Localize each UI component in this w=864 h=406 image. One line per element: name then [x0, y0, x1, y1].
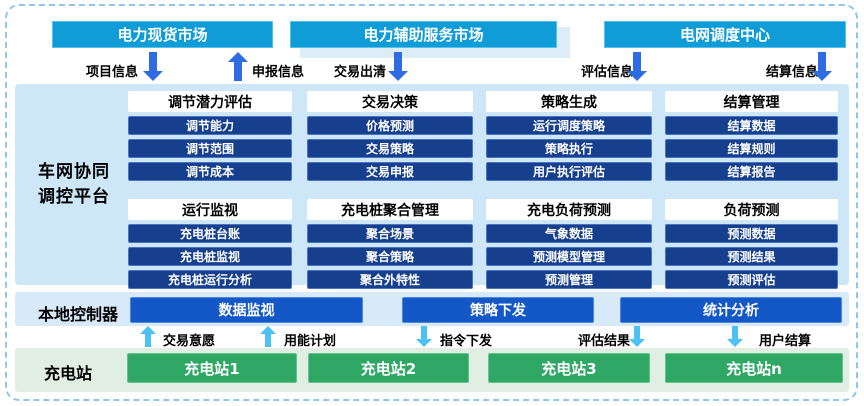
group-title: 充电桩聚合管理: [307, 199, 473, 220]
module-item: 充电桩运行分析: [128, 270, 292, 289]
arrow-head: [143, 71, 163, 81]
group-title: 负荷预测: [665, 199, 838, 220]
header-dispatch-center: 电网调度中心: [604, 21, 846, 48]
arrow-head: [727, 339, 743, 347]
station-2: 充电站2: [308, 353, 469, 383]
module-item: 预测数据: [665, 224, 838, 243]
header-spot-market: 电力现货市场: [52, 21, 273, 48]
arrow-down-icon: [416, 326, 432, 347]
arrow-shaft: [149, 52, 157, 72]
arrow-up-icon: [140, 326, 156, 347]
arrow-shaft: [634, 326, 640, 339]
arrow-down-icon: [143, 52, 163, 81]
module-item: 调节范围: [128, 139, 292, 158]
group-title: 交易决策: [307, 91, 473, 112]
arrow-shaft: [732, 326, 738, 339]
module-item: 聚合外特性: [307, 270, 473, 289]
module-item: 调节成本: [128, 162, 292, 181]
arrow-shaft: [633, 52, 641, 72]
arrow-down-icon: [727, 326, 743, 347]
module-item: 预测评估: [665, 270, 838, 289]
arrow-shaft: [145, 334, 151, 347]
module-item: 调节能力: [128, 116, 292, 135]
module-item: 预测管理: [486, 270, 652, 289]
flow-label-trade-intent: 交易意愿: [163, 334, 216, 349]
arrow-up-icon: [228, 52, 248, 81]
arrow-shaft: [234, 61, 242, 81]
group-title: 结算管理: [665, 91, 838, 112]
module-item: 结算规则: [665, 139, 838, 158]
arrow-shaft: [394, 52, 402, 72]
flow-label-settlement-info: 结算信息: [766, 65, 819, 80]
controller-module-strategy-dispatch: 策略下发: [402, 297, 594, 323]
arrow-head: [260, 326, 276, 334]
module-item: 价格预测: [307, 116, 473, 135]
arrow-head: [629, 339, 645, 347]
group-title: 运行监视: [128, 199, 292, 220]
module-item: 预测结果: [665, 247, 838, 266]
arrow-head: [228, 52, 248, 62]
platform-title-line1: 车网协同: [38, 161, 110, 182]
module-item: 聚合策略: [307, 247, 473, 266]
flow-label-command-dispatch: 指令下发: [440, 334, 493, 349]
platform-title: 车网协同 调控平台: [15, 84, 133, 285]
module-item: 聚合场景: [307, 224, 473, 243]
charging-station-label: 充电站: [44, 364, 93, 383]
group-title: 充电负荷预测: [486, 199, 652, 220]
platform-column-3: 策略生成 运行调度策略 策略执行 用户执行评估 充电负荷预测 气象数据 预测模型…: [486, 91, 652, 293]
module-item: 运行调度策略: [486, 116, 652, 135]
arrow-head: [627, 71, 647, 81]
module-item: 策略执行: [486, 139, 652, 158]
controller-module-statistics: 统计分析: [620, 297, 842, 323]
arrow-down-icon: [629, 326, 645, 347]
flow-label-trade-clearing: 交易出清: [334, 65, 387, 80]
arrow-down-icon: [388, 52, 408, 81]
module-item: 预测模型管理: [486, 247, 652, 266]
flow-label-project-info: 项目信息: [86, 65, 139, 80]
arrow-head: [812, 71, 832, 81]
platform-title-line2: 调控平台: [38, 186, 110, 207]
arrow-down-icon: [627, 52, 647, 81]
flow-label-declare-info: 申报信息: [252, 65, 305, 80]
module-item: 充电桩台账: [128, 224, 292, 243]
flow-label-evaluation-result: 评估结果: [578, 334, 631, 349]
module-item: 交易申报: [307, 162, 473, 181]
module-item: 结算数据: [665, 116, 838, 135]
flow-label-energy-plan: 用能计划: [284, 334, 337, 349]
arrow-head: [388, 71, 408, 81]
module-item: 气象数据: [486, 224, 652, 243]
station-1: 充电站1: [127, 353, 297, 383]
station-3: 充电站3: [488, 353, 650, 383]
arrow-shaft: [818, 52, 826, 72]
module-item: 用户执行评估: [486, 162, 652, 181]
arrow-up-icon: [260, 326, 276, 347]
module-item: 结算报告: [665, 162, 838, 181]
controller-module-data-monitor: 数据监视: [130, 297, 363, 323]
station-n: 充电站n: [665, 353, 843, 383]
module-item: 充电桩监视: [128, 247, 292, 266]
arrow-down-icon: [812, 52, 832, 81]
local-controller-label: 本地控制器: [38, 305, 119, 324]
module-item: 交易策略: [307, 139, 473, 158]
platform-column-4: 结算管理 结算数据 结算规则 结算报告 负荷预测 预测数据 预测结果 预测评估: [665, 91, 838, 293]
arrow-shaft: [421, 326, 427, 339]
arrow-head: [140, 326, 156, 334]
flow-label-evaluation-info: 评估信息: [581, 65, 634, 80]
group-title: 调节潜力评估: [128, 91, 292, 112]
header-ancillary-market: 电力辅助服务市场: [290, 21, 557, 48]
platform-column-1: 调节潜力评估 调节能力 调节范围 调节成本 运行监视 充电桩台账 充电桩监视 充…: [128, 91, 292, 293]
group-title: 策略生成: [486, 91, 652, 112]
arrow-shaft: [265, 334, 271, 347]
arrow-head: [416, 339, 432, 347]
platform-column-2: 交易决策 价格预测 交易策略 交易申报 充电桩聚合管理 聚合场景 聚合策略 聚合…: [307, 91, 473, 293]
flow-label-user-settlement: 用户结算: [759, 334, 812, 349]
